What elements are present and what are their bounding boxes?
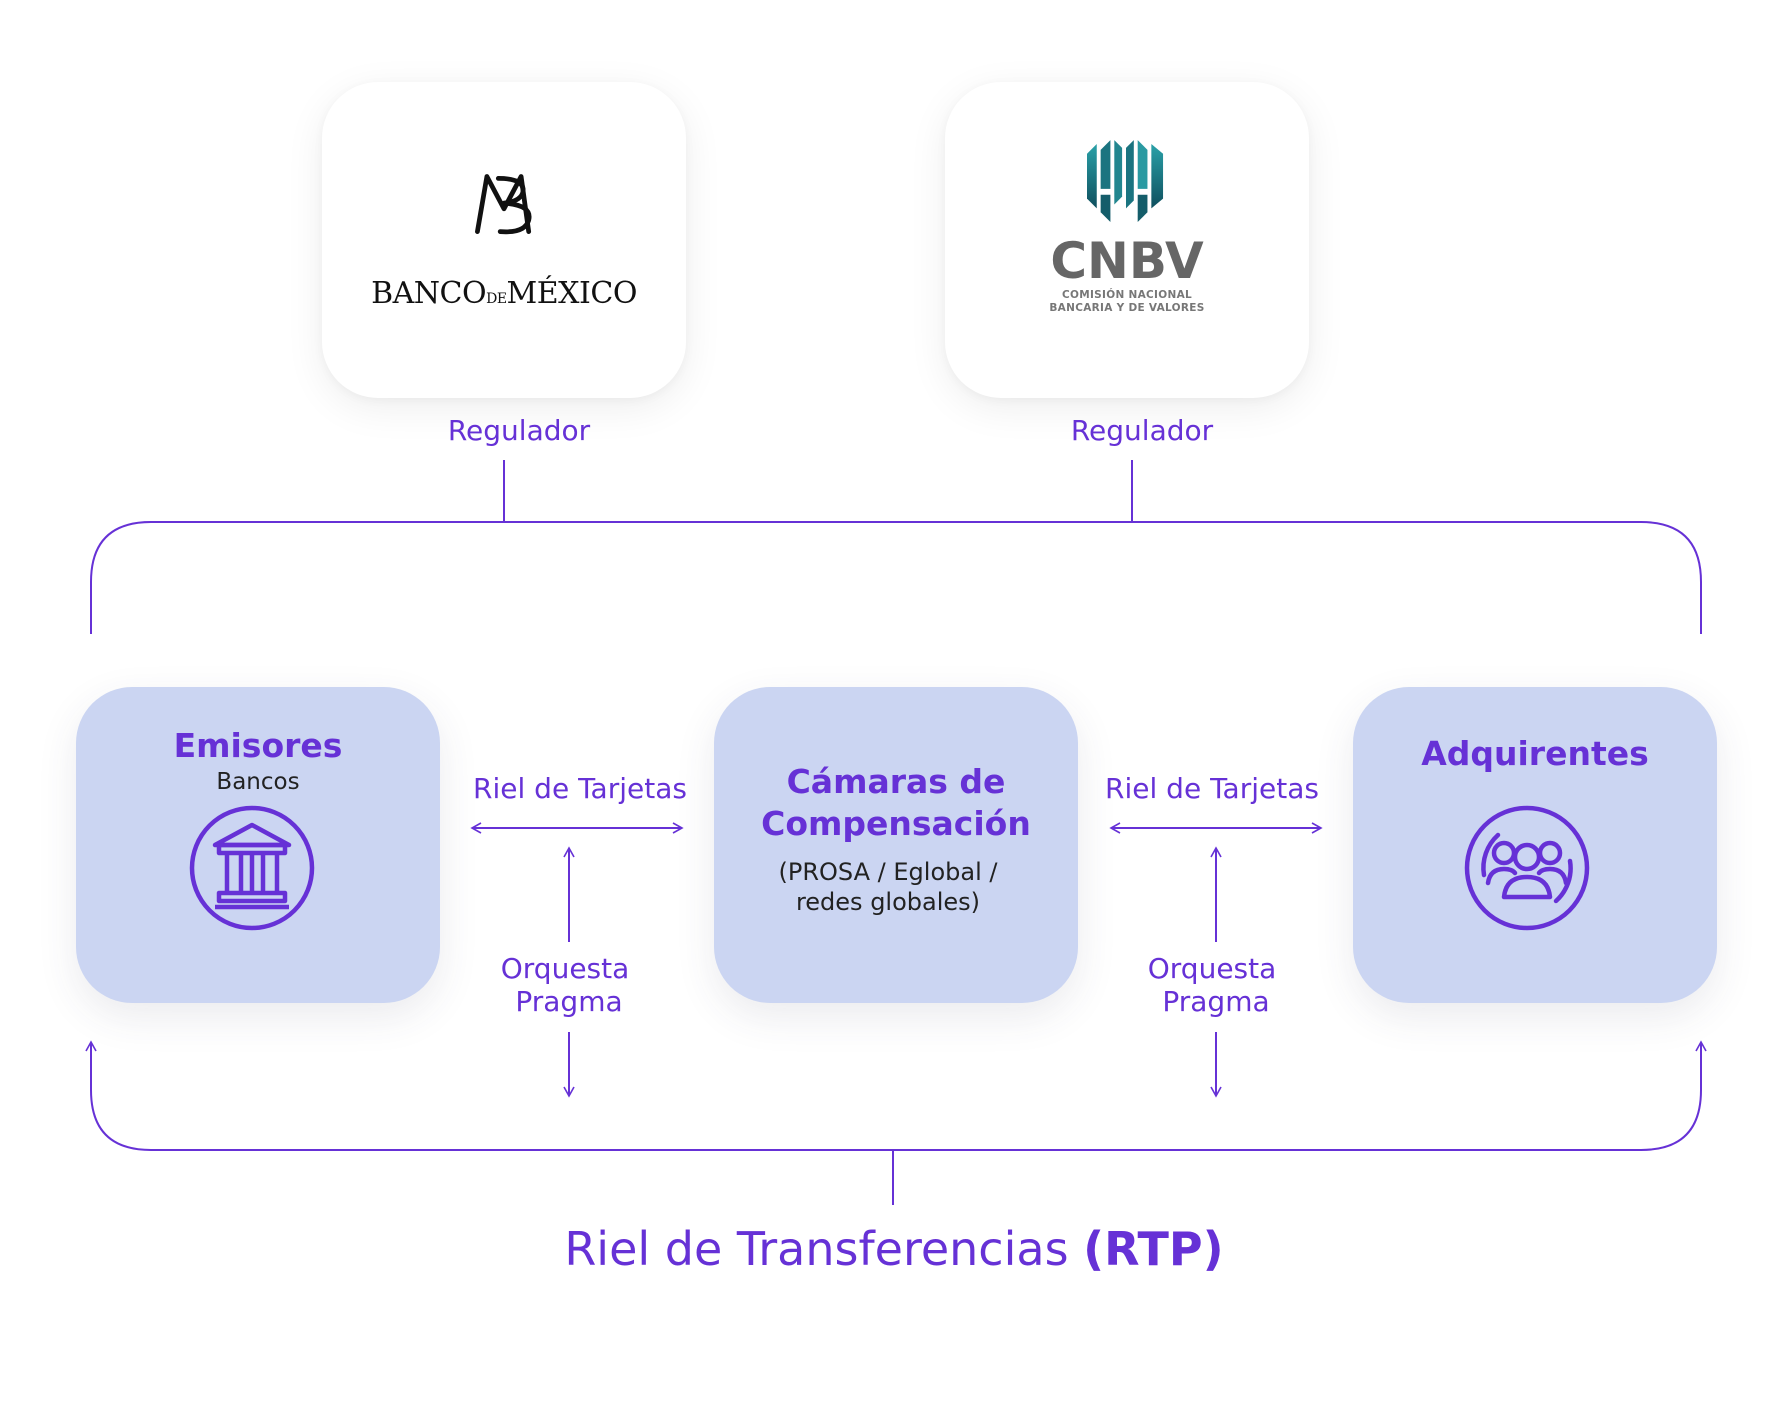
right-orquesta-line2: Pragma: [1162, 985, 1270, 1018]
right-rail-label: Riel de Tarjetas: [1105, 772, 1319, 805]
left-orquesta-line1: Orquesta: [500, 952, 630, 985]
camaras-card: Cámaras de Compensación (PROSA / Eglobal…: [714, 687, 1078, 1003]
banxico-card: BANCODEMÉXICO: [322, 82, 686, 398]
emisores-subtitle: Bancos: [216, 769, 300, 795]
rtp-title: Riel de Transferencias (RTP): [0, 1222, 1788, 1276]
cnbv-subtitle-line2: BANCARIA Y DE VALORES: [1049, 302, 1205, 314]
banxico-monogram-icon: [475, 174, 532, 235]
emisores-card: Emisores Bancos: [76, 687, 440, 1003]
left-orquesta-line2: Pragma: [515, 985, 623, 1018]
left-rail-label: Riel de Tarjetas: [473, 772, 687, 805]
rtp-title-bold: (RTP): [1083, 1222, 1224, 1276]
bottom-bracket-line: [85, 1040, 1707, 1151]
camaras-desc-line2: redes globales): [795, 888, 981, 916]
cnbv-emblem-icon: [1087, 140, 1164, 222]
camaras-title-line1: Cámaras de: [786, 762, 1006, 801]
cnbv-card: CNBV COMISIÓN NACIONAL BANCARIA Y DE VAL…: [945, 82, 1309, 398]
banxico-wordmark: BANCODEMÉXICO: [371, 276, 637, 311]
rtp-title-plain: Riel de Transferencias: [564, 1222, 1084, 1276]
camaras-desc-line1: (PROSA / Eglobal /: [778, 858, 998, 886]
bank-icon: [189, 805, 315, 931]
top-bracket-line: [90, 521, 1702, 634]
regulator-2-label: Regulador: [1070, 414, 1214, 447]
adquirentes-title: Adquirentes: [1421, 734, 1649, 773]
adquirentes-card: Adquirentes: [1353, 687, 1717, 1003]
camaras-title-line2: Compensación: [761, 804, 1031, 843]
emisores-title: Emisores: [173, 726, 343, 765]
regulator-1-label: Regulador: [447, 414, 591, 447]
group-icon: [1464, 805, 1590, 931]
right-orquesta-line1: Orquesta: [1147, 952, 1277, 985]
cnbv-subtitle-line1: COMISIÓN NACIONAL: [1062, 289, 1192, 301]
cnbv-wordmark: CNBV: [1050, 232, 1204, 290]
